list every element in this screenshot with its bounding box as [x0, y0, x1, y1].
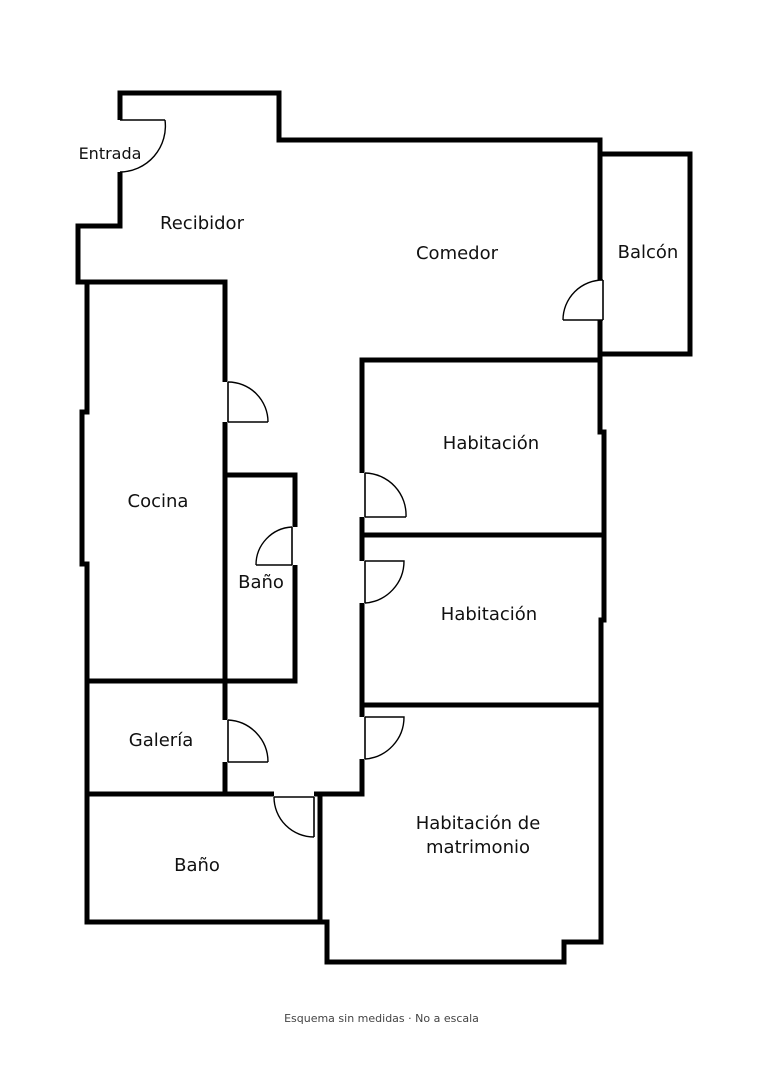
label-bano-2: Baño — [174, 855, 220, 876]
label-galeria: Galería — [129, 730, 194, 751]
small-bath-wall — [222, 472, 298, 684]
entrance-door — [119, 119, 167, 173]
label-cocina: Cocina — [128, 491, 189, 512]
label-recibidor: Recibidor — [160, 213, 245, 234]
label-entrada: Entrada — [79, 144, 142, 163]
bedroom-1-door — [364, 472, 407, 518]
kitchen-door — [227, 381, 269, 423]
outer-wall — [75, 90, 693, 965]
label-habitacion-matrimonio-line2: matrimonio — [426, 837, 530, 858]
master-bedroom-door — [364, 716, 405, 760]
label-habitacion-matrimonio-line1: Habitación de — [416, 813, 541, 834]
label-balcon: Balcón — [618, 242, 679, 263]
label-habitacion-2: Habitación — [441, 604, 537, 625]
balcony-door — [562, 279, 604, 321]
footer-note: Esquema sin medidas · No a escala — [284, 1012, 479, 1025]
label-habitacion-1: Habitación — [443, 433, 539, 454]
small-bath-door — [255, 526, 293, 566]
bottom-bath-door — [273, 796, 315, 838]
galeria-door — [227, 719, 269, 763]
label-comedor: Comedor — [416, 243, 499, 264]
bedroom-2-door — [364, 560, 405, 604]
label-bano-1: Baño — [238, 572, 284, 593]
